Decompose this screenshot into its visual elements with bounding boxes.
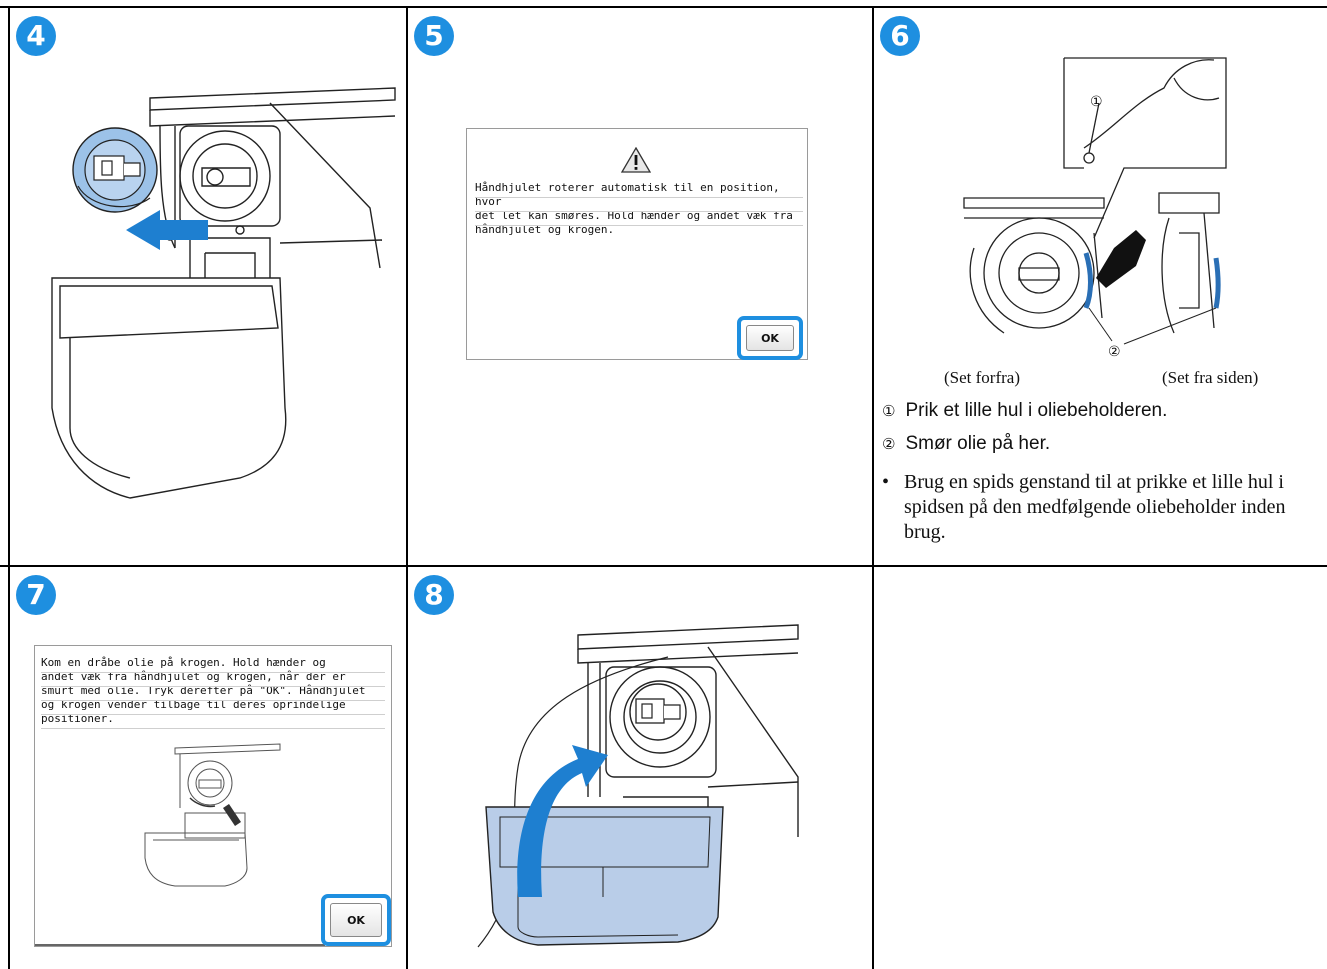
note-1-marker: ① bbox=[882, 402, 895, 420]
step-5-lcd-screen: Håndhjulet roterer automatisk til en pos… bbox=[466, 128, 808, 360]
note-1-text: Prik et lille hul i oliebeholderen. bbox=[905, 400, 1167, 421]
empty-cell bbox=[874, 567, 1327, 969]
note-2-text: Smør olie på her. bbox=[905, 433, 1050, 454]
step-8-cell: 8 bbox=[408, 567, 872, 969]
step-4-illustration bbox=[10, 8, 406, 565]
step-7-lcd-screen: Kom en dråbe olie på krogen. Hold hænder… bbox=[34, 645, 392, 947]
caption-front-view: (Set forfra) bbox=[944, 368, 1020, 388]
callout-1-label: ① bbox=[1090, 94, 1103, 110]
caption-side-view: (Set fra siden) bbox=[1162, 368, 1258, 388]
bullet-marker: • bbox=[882, 470, 889, 495]
screen-rule bbox=[41, 686, 385, 687]
step-7-ok-highlight: OK bbox=[321, 894, 391, 946]
oil-point-side-shape bbox=[1216, 258, 1218, 308]
step-5-cell: 5 Håndhjulet roterer automatisk til en p… bbox=[408, 8, 872, 565]
screen-rule bbox=[41, 672, 385, 673]
step-6-illustration: ① ② bbox=[874, 8, 1327, 358]
note-1: ① Prik et lille hul i oliebeholderen. bbox=[882, 400, 1167, 422]
step-8-illustration bbox=[408, 567, 872, 969]
step-6-cell: 6 bbox=[874, 8, 1327, 565]
step-7-screen-illustration bbox=[135, 738, 285, 888]
callout-2-label: ② bbox=[1108, 344, 1121, 358]
screen-bottom-rule bbox=[35, 944, 325, 946]
note-2: ② Smør olie på her. bbox=[882, 433, 1050, 455]
screen-rule bbox=[475, 225, 803, 226]
screen-rule bbox=[475, 197, 803, 198]
oiler-bottle-shape bbox=[1096, 230, 1146, 288]
oil-point-front-shape bbox=[1086, 253, 1091, 308]
step-4-cell: 4 bbox=[10, 8, 406, 565]
step-7-badge: 7 bbox=[16, 575, 56, 615]
bullet-note-text: Brug en spids genstand til at prikke et … bbox=[904, 470, 1324, 545]
step-7-cell: 7 Kom en dråbe olie på krogen. Hold hænd… bbox=[10, 567, 406, 969]
screen-rule bbox=[41, 700, 385, 701]
warning-icon bbox=[621, 147, 651, 173]
step-5-ok-button[interactable]: OK bbox=[746, 325, 794, 351]
remove-arrow-shape bbox=[126, 210, 208, 250]
screen-rule bbox=[41, 728, 385, 729]
step-7-screen-message: Kom en dråbe olie på krogen. Hold hænder… bbox=[41, 656, 387, 726]
step-5-ok-highlight: OK bbox=[737, 316, 803, 360]
screen-rule bbox=[475, 211, 803, 212]
screen-rule bbox=[41, 714, 385, 715]
step-5-screen-message: Håndhjulet roterer automatisk til en pos… bbox=[475, 181, 805, 237]
step-7-ok-button[interactable]: OK bbox=[330, 903, 382, 937]
step-5-badge: 5 bbox=[414, 16, 454, 56]
note-2-marker: ② bbox=[882, 435, 895, 453]
